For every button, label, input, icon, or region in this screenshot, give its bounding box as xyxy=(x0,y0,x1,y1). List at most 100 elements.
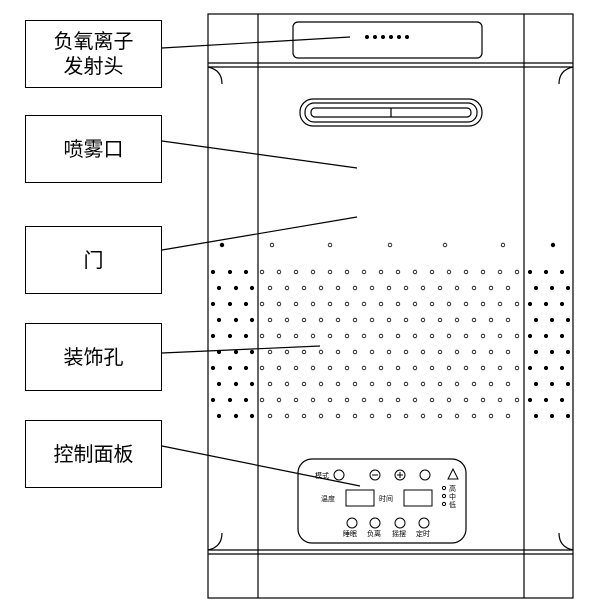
decor-hole xyxy=(412,301,418,307)
power-knob-icon xyxy=(419,469,431,481)
decor-hole xyxy=(361,333,367,339)
decor-hole xyxy=(310,397,316,403)
decor-hole xyxy=(276,365,282,371)
decor-hole xyxy=(216,381,222,387)
decor-hole xyxy=(446,269,452,275)
panel-btn3-label: 摇摆 xyxy=(392,529,406,538)
decor-hole xyxy=(497,301,503,307)
decor-hole xyxy=(527,333,533,339)
decor-hole xyxy=(276,397,282,403)
panel-mode-label: 模式 xyxy=(315,471,329,480)
decor-hole xyxy=(378,301,384,307)
decor-hole xyxy=(488,285,494,291)
decor-hole xyxy=(352,285,358,291)
decor-hole xyxy=(488,349,494,355)
decor-hole xyxy=(454,317,460,323)
decor-hole xyxy=(227,397,233,403)
decor-hole xyxy=(227,365,233,371)
control-panel-outline xyxy=(297,458,467,544)
decor-hole xyxy=(395,397,401,403)
decor-hole xyxy=(454,381,460,387)
timer-display xyxy=(403,489,433,507)
decor-hole xyxy=(446,301,452,307)
decor-hole xyxy=(216,413,222,419)
decor-hole xyxy=(543,365,549,371)
decor-hole xyxy=(310,365,316,371)
decor-hole xyxy=(437,381,443,387)
decor-hole xyxy=(259,301,265,307)
decor-hole xyxy=(420,413,426,419)
label-door: 门 xyxy=(25,226,162,294)
decor-hole xyxy=(378,365,384,371)
decor-hole xyxy=(259,269,265,275)
decor-hole xyxy=(527,365,533,371)
sleep-button-icon xyxy=(346,517,358,529)
leader-decor-holes xyxy=(161,345,321,354)
decor-hole xyxy=(301,285,307,291)
decor-hole xyxy=(471,349,477,355)
decor-hole xyxy=(403,349,409,355)
decor-hole xyxy=(361,397,367,403)
decor-hole xyxy=(335,349,341,355)
decor-hole xyxy=(559,397,565,403)
decor-hole xyxy=(267,285,273,291)
decor-hole xyxy=(267,317,273,323)
decor-hole xyxy=(446,397,452,403)
decor-hole xyxy=(543,269,549,275)
decor-hole xyxy=(369,381,375,387)
decor-hole xyxy=(559,301,565,307)
spray-outlet-mid xyxy=(304,102,478,123)
decor-hole xyxy=(514,269,520,275)
decor-hole xyxy=(386,349,392,355)
timer-button-icon xyxy=(418,517,430,529)
minus-knob-icon xyxy=(369,469,381,481)
decor-hole xyxy=(210,301,216,307)
decor-hole xyxy=(437,285,443,291)
decor-hole xyxy=(454,413,460,419)
decor-hole xyxy=(233,349,239,355)
decor-hole xyxy=(565,381,571,387)
decor-hole xyxy=(543,397,549,403)
decor-hole xyxy=(437,317,443,323)
decor-hole xyxy=(412,333,418,339)
decor-hole xyxy=(505,381,511,387)
decor-hole xyxy=(497,333,503,339)
decor-hole xyxy=(533,413,539,419)
decor-hole xyxy=(361,269,367,275)
decor-hole xyxy=(387,242,393,248)
warning-icon xyxy=(447,467,459,480)
decor-hole xyxy=(310,269,316,275)
decor-hole xyxy=(454,285,460,291)
ion-emitter-dot xyxy=(404,35,409,40)
decor-hole xyxy=(233,381,239,387)
decor-hole xyxy=(284,381,290,387)
spray-outlet-outer xyxy=(299,98,483,127)
label-decor-holes: 装饰孔 xyxy=(25,323,162,391)
decor-hole xyxy=(318,349,324,355)
decor-hole xyxy=(259,333,265,339)
decor-hole xyxy=(293,301,299,307)
decor-hole xyxy=(284,285,290,291)
decor-hole xyxy=(403,317,409,323)
decor-hole xyxy=(420,285,426,291)
decor-hole xyxy=(463,269,469,275)
decor-hole xyxy=(386,381,392,387)
decor-hole xyxy=(420,349,426,355)
ion-emitter-dots xyxy=(364,35,409,40)
decor-hole xyxy=(216,349,222,355)
decor-hole xyxy=(293,397,299,403)
decor-hole xyxy=(549,349,555,355)
control-panel-text: 模式 温度 时间 高 中 低 睡眠 负离 摇摆 定时 xyxy=(315,471,456,538)
decor-hole xyxy=(533,317,539,323)
decor-hole xyxy=(565,285,571,291)
decor-hole xyxy=(454,349,460,355)
decor-hole xyxy=(378,269,384,275)
leader-door xyxy=(161,216,358,251)
swing-button-icon xyxy=(394,517,406,529)
decor-hole xyxy=(480,301,486,307)
decor-hole xyxy=(344,333,350,339)
decor-hole xyxy=(549,413,555,419)
decor-hole xyxy=(327,269,333,275)
decor-hole xyxy=(386,413,392,419)
